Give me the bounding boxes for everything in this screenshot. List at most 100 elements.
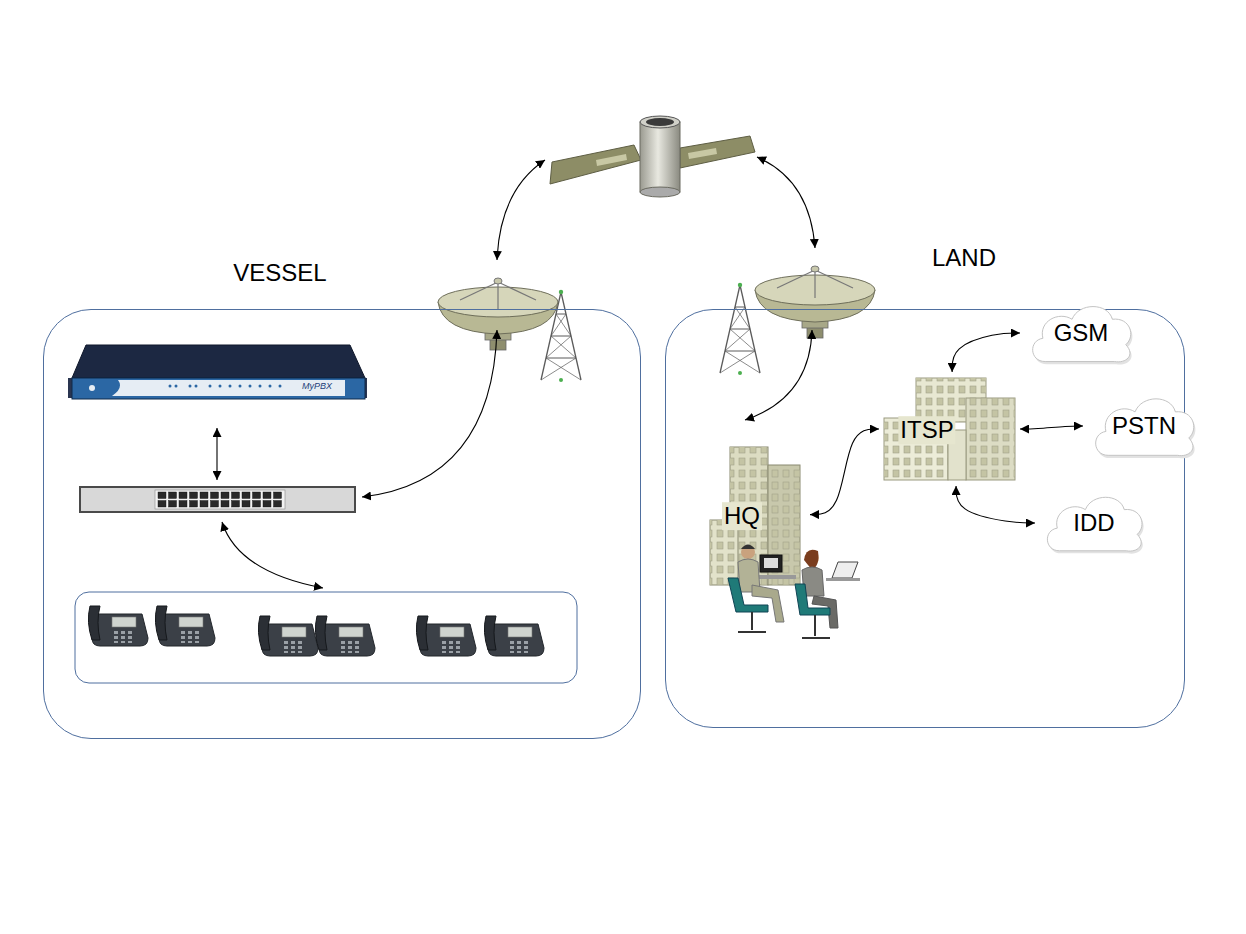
connector-arrow bbox=[952, 333, 1020, 372]
cloud-outline bbox=[1047, 497, 1142, 551]
itsp-building bbox=[966, 398, 1015, 480]
pbx-device bbox=[68, 345, 367, 399]
satellite bbox=[688, 148, 717, 159]
switch-port bbox=[200, 492, 208, 499]
staff-figures bbox=[802, 637, 830, 639]
link-arrows bbox=[757, 157, 815, 248]
pbx-device bbox=[89, 385, 95, 391]
link-arrows bbox=[745, 330, 812, 420]
staff-figures bbox=[760, 555, 782, 572]
staff-figures bbox=[738, 631, 766, 633]
pbx-device bbox=[259, 385, 262, 388]
cloud-outline bbox=[1096, 399, 1194, 456]
switch-port bbox=[263, 501, 271, 508]
network-switch bbox=[155, 490, 285, 509]
switch-port bbox=[179, 501, 187, 508]
network-cloud: PSTN bbox=[1088, 388, 1200, 464]
link-arrows bbox=[497, 160, 545, 260]
phone-group bbox=[75, 592, 577, 683]
connector-arrow bbox=[1020, 426, 1083, 429]
staff-figures bbox=[764, 558, 778, 568]
staff-figures bbox=[751, 612, 753, 630]
switch-port bbox=[263, 492, 271, 499]
connector-arrow bbox=[810, 429, 879, 515]
staff-figures bbox=[728, 545, 860, 639]
node-label: PSTN bbox=[1112, 412, 1176, 440]
staff-figures bbox=[795, 584, 830, 615]
pbx-device bbox=[169, 385, 172, 388]
itsp-building bbox=[884, 378, 1015, 480]
phone-group bbox=[155, 606, 215, 646]
pbx-device bbox=[209, 385, 212, 388]
itsp-building bbox=[966, 398, 1015, 480]
network-switch bbox=[80, 487, 355, 512]
vessel-antenna bbox=[438, 278, 581, 382]
network-switch bbox=[80, 487, 355, 512]
switch-port bbox=[232, 492, 240, 499]
land-antenna bbox=[755, 266, 875, 338]
switch-port bbox=[200, 501, 208, 508]
switch-port bbox=[253, 501, 261, 508]
switch-port bbox=[158, 501, 166, 508]
switch-port bbox=[253, 492, 261, 499]
pbx-device bbox=[72, 345, 365, 378]
switch-port bbox=[211, 501, 219, 508]
satellite bbox=[550, 116, 755, 197]
switch-port bbox=[242, 492, 250, 499]
satellite bbox=[640, 116, 680, 128]
pbx-device bbox=[239, 385, 242, 388]
device-label: MyPBX bbox=[302, 381, 332, 391]
phone-group bbox=[484, 616, 544, 656]
switch-port bbox=[274, 492, 282, 499]
pbx-device bbox=[279, 385, 282, 388]
network-cloud: IDD bbox=[1040, 487, 1148, 559]
node-label: GSM bbox=[1054, 319, 1109, 347]
switch-port bbox=[211, 492, 219, 499]
switch-port bbox=[221, 501, 229, 508]
phone-group bbox=[88, 606, 148, 646]
region-box: VESSEL bbox=[43, 309, 641, 739]
staff-figures bbox=[756, 575, 796, 579]
switch-port bbox=[221, 492, 229, 499]
pbx-device bbox=[189, 385, 192, 388]
building-title: HQ bbox=[722, 502, 762, 530]
link-arrows bbox=[217, 157, 815, 588]
pbx-device bbox=[229, 385, 232, 388]
switch-port bbox=[242, 501, 250, 508]
satellite bbox=[680, 136, 755, 168]
building-node: ITSP bbox=[884, 377, 1015, 481]
staff-figures bbox=[741, 545, 755, 550]
node-label: LAND bbox=[932, 244, 996, 272]
pbx-device bbox=[219, 385, 222, 388]
cloud-text: GSM bbox=[1025, 296, 1137, 370]
switch-port bbox=[179, 492, 187, 499]
network-cloud: GSM bbox=[1025, 296, 1137, 370]
connector-arrow bbox=[956, 486, 1035, 523]
land-antenna bbox=[720, 283, 760, 375]
link-arrows bbox=[216, 428, 217, 480]
cloud-outline bbox=[1033, 307, 1131, 362]
switch-port bbox=[190, 492, 198, 499]
pbx-device bbox=[269, 385, 272, 388]
switch-port bbox=[232, 501, 240, 508]
building-node: HQ bbox=[705, 445, 805, 590]
pbx-device bbox=[249, 385, 252, 388]
switch-port bbox=[169, 501, 177, 508]
region-title: LAND bbox=[932, 244, 996, 272]
staff-figures bbox=[728, 578, 768, 612]
link-arrows bbox=[222, 522, 323, 588]
staff-figures bbox=[832, 562, 858, 578]
switch-ports bbox=[158, 492, 282, 507]
cloud-text: IDD bbox=[1040, 487, 1148, 559]
satellite bbox=[640, 187, 680, 197]
region-title: VESSEL bbox=[233, 259, 326, 287]
pbx-device bbox=[169, 385, 282, 388]
pbx-device bbox=[195, 385, 198, 388]
pbx-device bbox=[175, 385, 178, 388]
phone-group bbox=[258, 616, 318, 656]
satellite bbox=[640, 122, 680, 192]
satellite bbox=[596, 154, 627, 166]
